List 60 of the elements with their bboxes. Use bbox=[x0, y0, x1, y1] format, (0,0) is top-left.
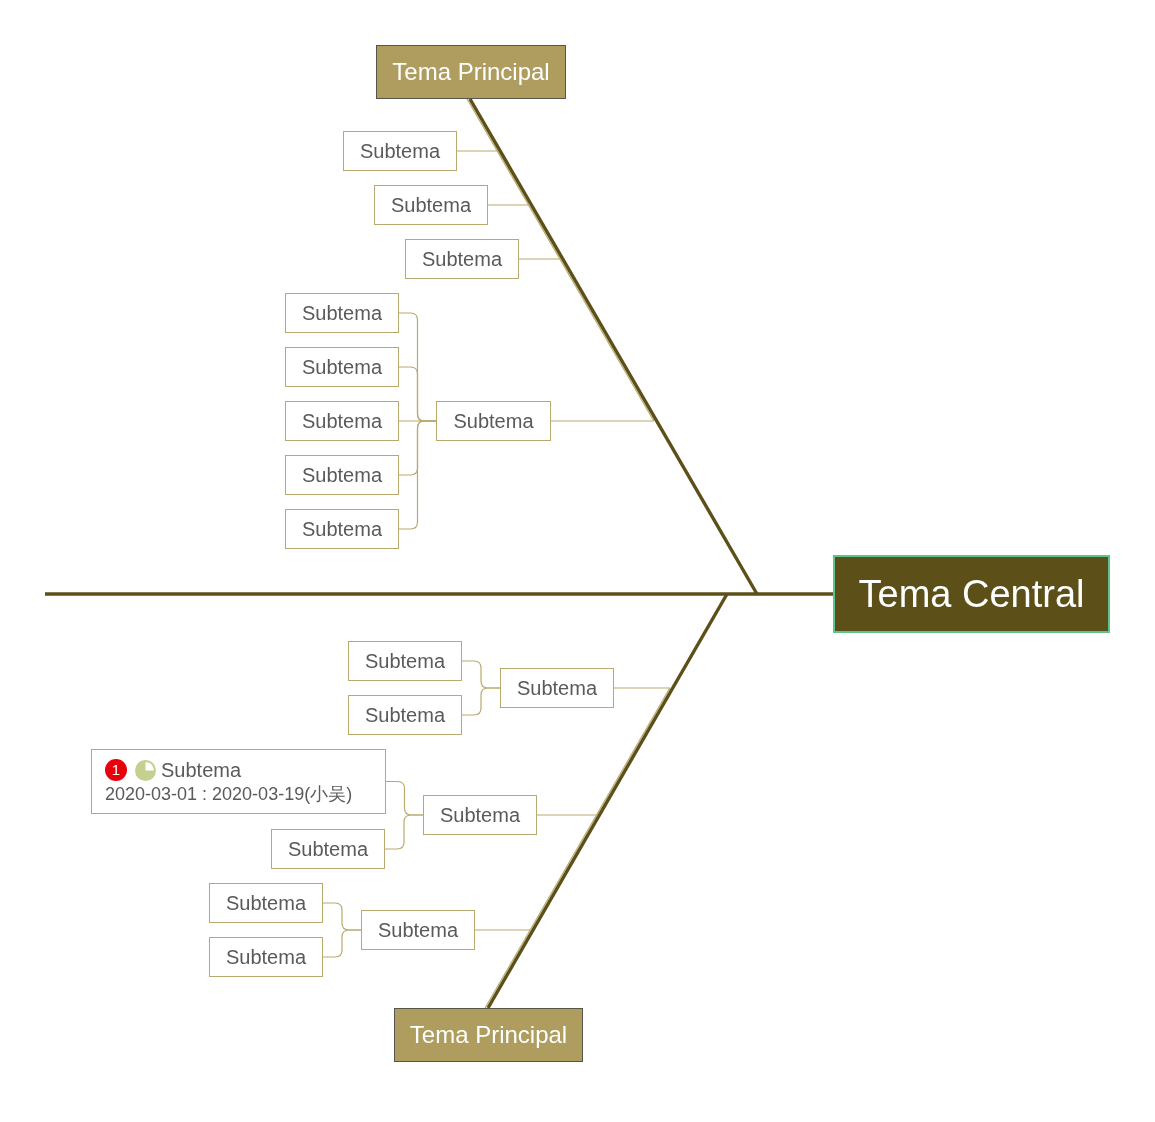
subtopic-box bbox=[423, 795, 537, 835]
subtopic-text: Subtema bbox=[364, 649, 446, 673]
main-topic-box bbox=[376, 45, 566, 99]
connector-line bbox=[466, 98, 655, 422]
connector-line bbox=[398, 420, 437, 530]
central-topic-text: Tema Central bbox=[858, 572, 1085, 616]
subtopic-text: Subtema bbox=[301, 409, 383, 433]
priority-badge: 1 bbox=[105, 759, 127, 782]
subtopic-text: Subtema bbox=[439, 803, 521, 827]
connector-line bbox=[536, 814, 598, 816]
connector-line bbox=[322, 929, 362, 958]
bone-line bbox=[468, 98, 759, 595]
subtopic-text: Subtema bbox=[161, 757, 242, 783]
subtopic-box bbox=[271, 829, 385, 869]
subtopic-box bbox=[348, 641, 462, 681]
subtopic-box bbox=[285, 509, 399, 549]
subtopic-text: Subtema bbox=[421, 247, 503, 271]
subtopic-box bbox=[436, 401, 551, 441]
main-topic-text: Tema Principal bbox=[392, 58, 550, 86]
subtopic-box bbox=[343, 131, 457, 171]
subtopic-box bbox=[500, 668, 614, 708]
subtopic-text: Subtema bbox=[359, 139, 441, 163]
subtopic-text: Subtema bbox=[453, 409, 534, 433]
subtopic-text: Subtema bbox=[287, 837, 369, 861]
subtopic-text: Subtema bbox=[364, 703, 446, 727]
connector-line bbox=[550, 420, 655, 422]
date-range-text: 2020-03-01 : 2020-03-19(小吴) bbox=[105, 782, 353, 806]
subtopic-text: Subtema bbox=[301, 463, 383, 487]
subtopic-box bbox=[209, 937, 323, 977]
connector-line bbox=[384, 814, 424, 850]
connector-line bbox=[487, 204, 530, 206]
subtopic-text: Subtema bbox=[377, 918, 459, 942]
connector-line bbox=[613, 687, 671, 689]
subtopic-box bbox=[285, 455, 399, 495]
subtopic-box bbox=[91, 749, 386, 814]
subtopic-box bbox=[374, 185, 488, 225]
connector-line bbox=[518, 258, 561, 260]
bone-line bbox=[486, 593, 729, 1009]
subtopic-box bbox=[285, 347, 399, 387]
main-topic-box bbox=[394, 1008, 583, 1062]
connector-line bbox=[474, 929, 531, 931]
subtopic-box bbox=[285, 293, 399, 333]
connector-line bbox=[484, 687, 671, 1009]
subtopic-text: Subtema bbox=[225, 891, 307, 915]
subtopic-text: Subtema bbox=[225, 945, 307, 969]
subtopic-box bbox=[348, 695, 462, 735]
subtopic-text: Subtema bbox=[516, 676, 598, 700]
subtopic-text: Subtema bbox=[390, 193, 472, 217]
central-topic-box bbox=[833, 555, 1110, 633]
main-topic-text: Tema Principal bbox=[409, 1021, 568, 1049]
subtopic-text: Subtema bbox=[301, 355, 383, 379]
connector-line bbox=[461, 687, 501, 716]
subtopic-box bbox=[361, 910, 475, 950]
subtopic-text: Subtema bbox=[301, 301, 383, 325]
spine-line bbox=[45, 592, 833, 596]
subtopic-box bbox=[209, 883, 323, 923]
subtopic-box bbox=[405, 239, 519, 279]
subtopic-box bbox=[285, 401, 399, 441]
subtopic-text: Subtema bbox=[301, 517, 383, 541]
connector-line bbox=[456, 150, 498, 152]
